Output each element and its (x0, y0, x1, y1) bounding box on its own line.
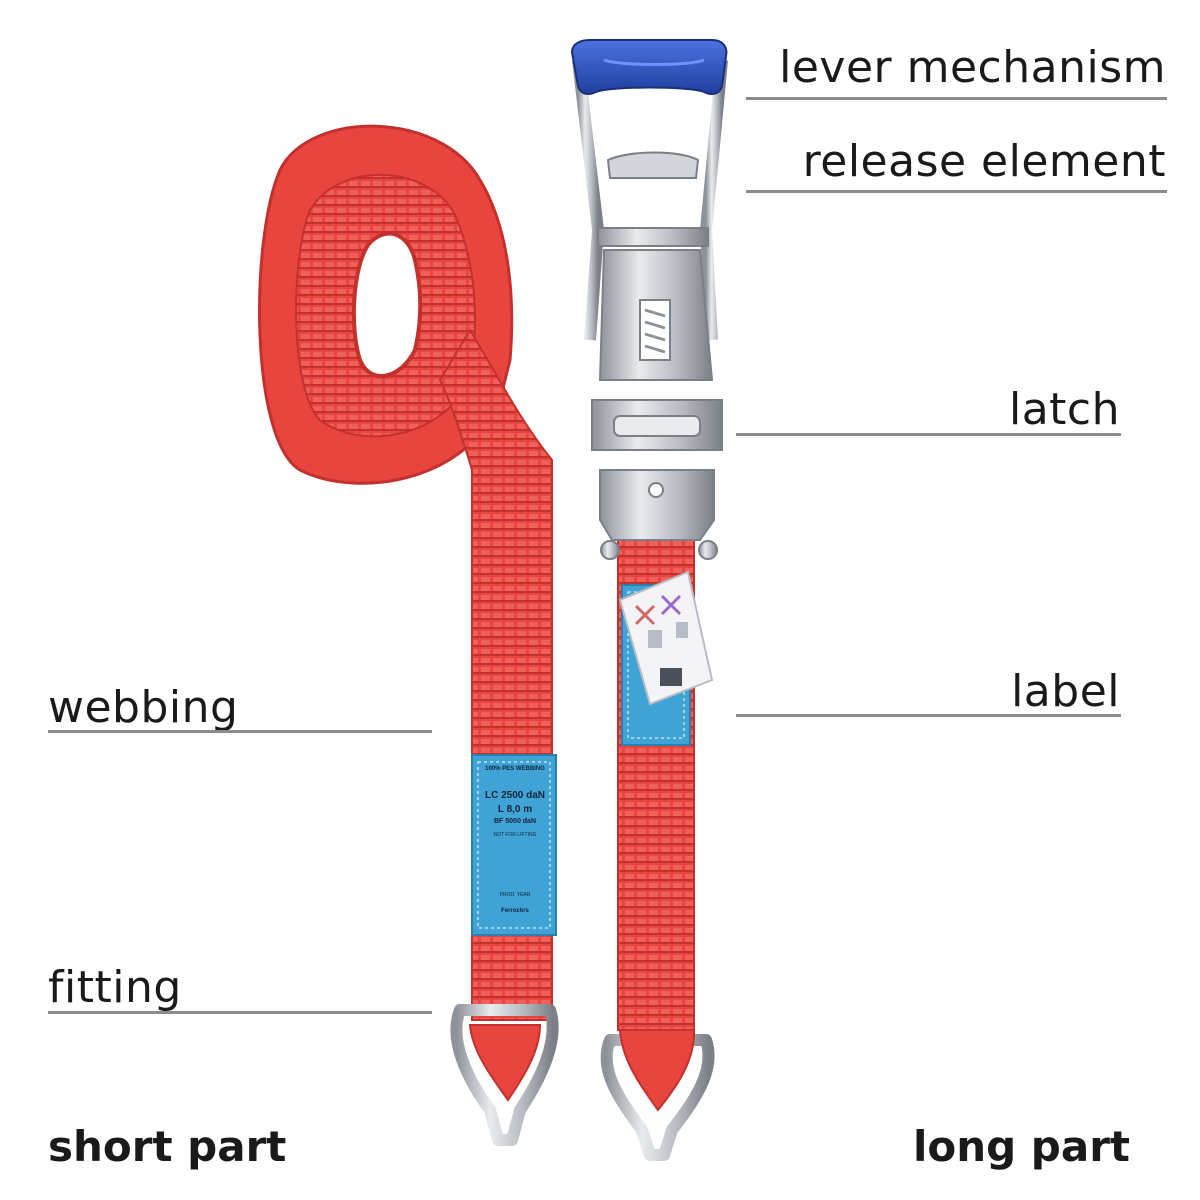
callout-line-latch (736, 433, 1121, 436)
short-part-label: short part (48, 1122, 287, 1171)
long-part-label: long part (912, 1122, 1130, 1171)
tag-short-line2: LC 2500 daN (484, 790, 546, 801)
callout-webbing: webbing (48, 682, 239, 733)
tag-short-line5: NOT FOR LIFTING (493, 832, 537, 838)
long-part-fitting (600, 1029, 715, 1161)
callout-label: label (1011, 666, 1120, 717)
callout-line-label (736, 714, 1121, 717)
long-part-tag (618, 570, 714, 746)
callout-line-webbing (48, 730, 432, 733)
callout-line-lever-mechanism (746, 97, 1167, 100)
callout-release-element: release element (802, 136, 1166, 187)
callout-fitting: fitting (48, 962, 182, 1013)
tag-short-line4: BF 5000 daN (493, 818, 537, 825)
short-part-tag (471, 754, 557, 936)
callout-line-release-element (746, 190, 1167, 193)
tag-short-brand: Ferrockrs (501, 908, 529, 914)
webbing-coil (258, 124, 514, 485)
tag-short-line6: PROD. YEAR (499, 892, 531, 898)
callout-line-fitting (48, 1011, 432, 1014)
tag-short-line3: L 8,0 m (497, 804, 533, 815)
ratchet-buckle (570, 39, 728, 560)
tag-short-line1: 100% PES WEBBING (485, 766, 545, 772)
callout-latch: latch (1008, 384, 1120, 435)
callout-lever-mechanism: lever mechanism (779, 42, 1166, 93)
short-part-fitting (450, 1004, 559, 1146)
